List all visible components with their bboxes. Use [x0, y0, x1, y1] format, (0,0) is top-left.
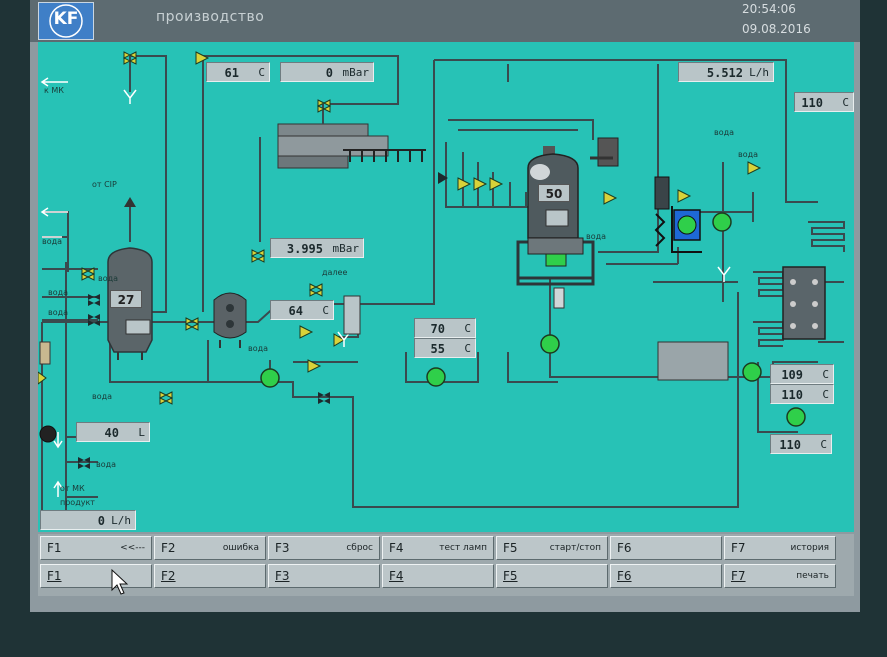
shift-f2-button[interactable]: F2 [154, 564, 266, 588]
pump-6 [786, 407, 806, 427]
label-water: вода [738, 150, 759, 159]
label-water: вода [48, 308, 69, 317]
shift-f5-button[interactable]: F5 [496, 564, 608, 588]
logo-text: KF [53, 9, 79, 29]
label-water: вода [248, 344, 269, 353]
pump-1 [260, 368, 280, 388]
title-bar: KF производство 20:54:06 09.08.2016 [30, 0, 860, 42]
label-water: вода [714, 128, 735, 137]
label-further: далее [322, 268, 348, 277]
shift-f6-button[interactable]: F6 [610, 564, 722, 588]
label-product: продукт [60, 498, 95, 507]
label-to-mk: к МК [44, 86, 64, 95]
plate-exchanger [782, 266, 826, 340]
hmi-screen: KF производство 20:54:06 09.08.2016 [30, 0, 860, 612]
process-box [657, 341, 729, 381]
page-title: производство [156, 9, 265, 25]
label-water: вода [96, 460, 117, 469]
main-vessel [516, 137, 619, 286]
tank-main-level: 50 [538, 184, 570, 202]
mouse-cursor-icon [111, 568, 129, 595]
label-water: вода [586, 232, 607, 241]
f1-back-button[interactable]: F1<<--- [40, 536, 152, 560]
pump-3 [540, 334, 560, 354]
heater-unit [654, 176, 702, 253]
tank-left-level: 27 [110, 290, 142, 308]
label-water: вода [48, 288, 69, 297]
shift-f1-button[interactable]: F1 [40, 564, 152, 588]
kf-logo: KF [38, 2, 94, 40]
small-vessel [213, 292, 247, 348]
sensor-box [343, 295, 361, 335]
pump-2 [426, 367, 446, 387]
label-from-cip: от CIP [92, 180, 117, 189]
label-water: вода [42, 237, 63, 246]
shift-f3-button[interactable]: F3 [268, 564, 380, 588]
pump-4 [712, 212, 732, 232]
f6-button[interactable]: F6 [610, 536, 722, 560]
clock-time: 20:54:06 [742, 2, 796, 16]
label-water: вода [98, 274, 119, 283]
pump-off [39, 425, 57, 443]
pump-5 [742, 362, 762, 382]
label-from-mk: от МК [60, 484, 85, 493]
clock-date: 09.08.2016 [742, 22, 811, 36]
label-water: вода [92, 392, 113, 401]
shift-f4-button[interactable]: F4 [382, 564, 494, 588]
pipe-network [38, 51, 845, 512]
filler-tray [277, 104, 426, 169]
